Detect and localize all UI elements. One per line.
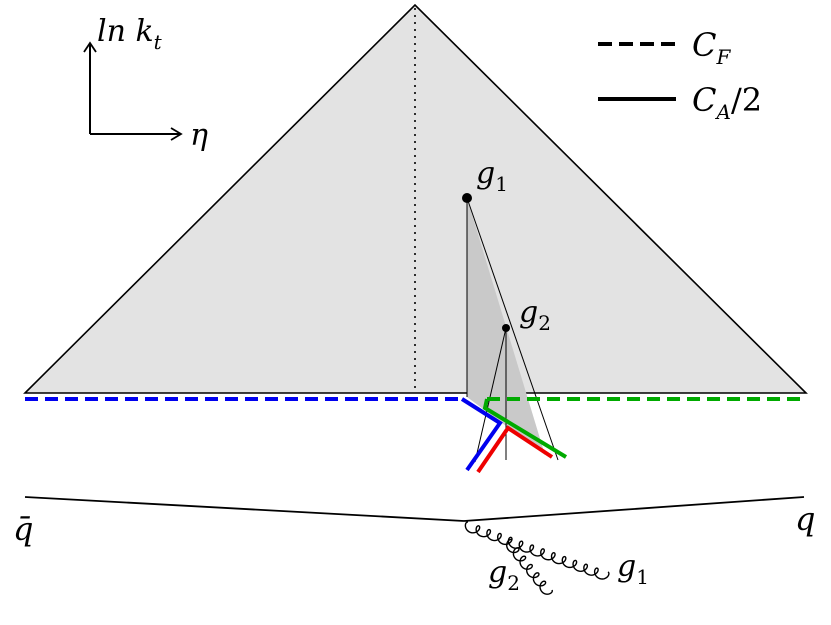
gluon-g2-line <box>506 538 553 595</box>
red-solid-segment <box>476 425 554 474</box>
x-axis-label: η <box>190 118 208 153</box>
g1-diagonal-line <box>466 197 559 461</box>
blue-solid-segment <box>460 397 503 472</box>
antiquark-line <box>24 496 465 522</box>
legend-solid-label: CA/2 <box>692 81 762 124</box>
g2-diagonal-line <box>474 327 507 463</box>
axes-indicator <box>83 41 183 141</box>
gluon-g1-line <box>464 521 610 580</box>
antiquark-label: q̄ <box>13 510 33 548</box>
g2-emission-point <box>502 324 510 332</box>
quark-label: q <box>795 500 815 538</box>
green-solid-segment <box>482 398 568 459</box>
g1-emission-label: g1 <box>476 156 508 196</box>
g2-emission-label: g2 <box>519 295 551 335</box>
gluon-g1-label: g1 <box>617 549 649 589</box>
gluon-g2-label: g2 <box>488 555 520 595</box>
quark-line <box>463 496 805 522</box>
legend-dashed-label: CF <box>692 26 731 69</box>
g1-emission-point <box>462 193 472 203</box>
y-axis-label: ln kt <box>97 14 163 54</box>
